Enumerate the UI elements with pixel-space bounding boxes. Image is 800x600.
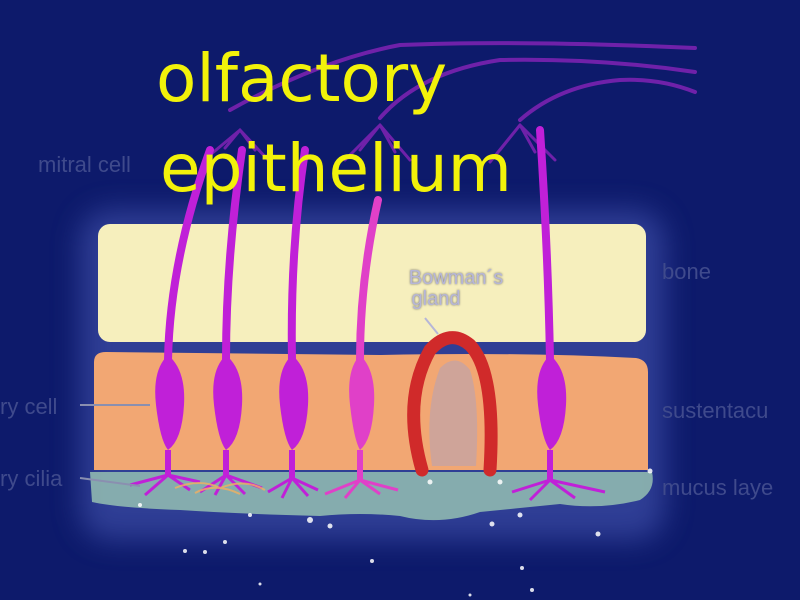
receptor-neuron-5 (511, 126, 606, 502)
title-line-1: olfactory (156, 40, 448, 117)
mitral-cell-label: mitral cell (38, 152, 131, 177)
receptor-neuron-1 (129, 146, 214, 497)
receptor-cilia-label: ry cilia (0, 466, 63, 491)
gland-pointer (424, 317, 439, 335)
sustentacular-label: sustentacu (662, 398, 769, 423)
mitral-cell-dendrites (208, 41, 697, 164)
bone-layer (98, 224, 646, 342)
mucus-particles (138, 468, 653, 597)
receptor-cell-label: ry cell (0, 394, 58, 419)
title-line-2: epithelium (160, 130, 512, 207)
bowmans-gland-label-line2: gland (411, 288, 461, 310)
receptor-neuron-3 (267, 146, 319, 499)
mucus-layer-label: mucus laye (662, 475, 774, 500)
bowmans-gland-label: Bowman´s gland (386, 268, 526, 310)
bone-label: bone (662, 259, 711, 284)
receptor-cilia-pointer (79, 477, 141, 487)
bowmans-gland (407, 331, 498, 477)
cilia-tangle (174, 482, 266, 495)
receptor-neuron-4 (324, 196, 399, 499)
receptor-neuron-2 (199, 146, 263, 496)
receptor-neurons (129, 126, 606, 502)
bowmans-gland-label-line1: Bowman´s (408, 267, 504, 289)
